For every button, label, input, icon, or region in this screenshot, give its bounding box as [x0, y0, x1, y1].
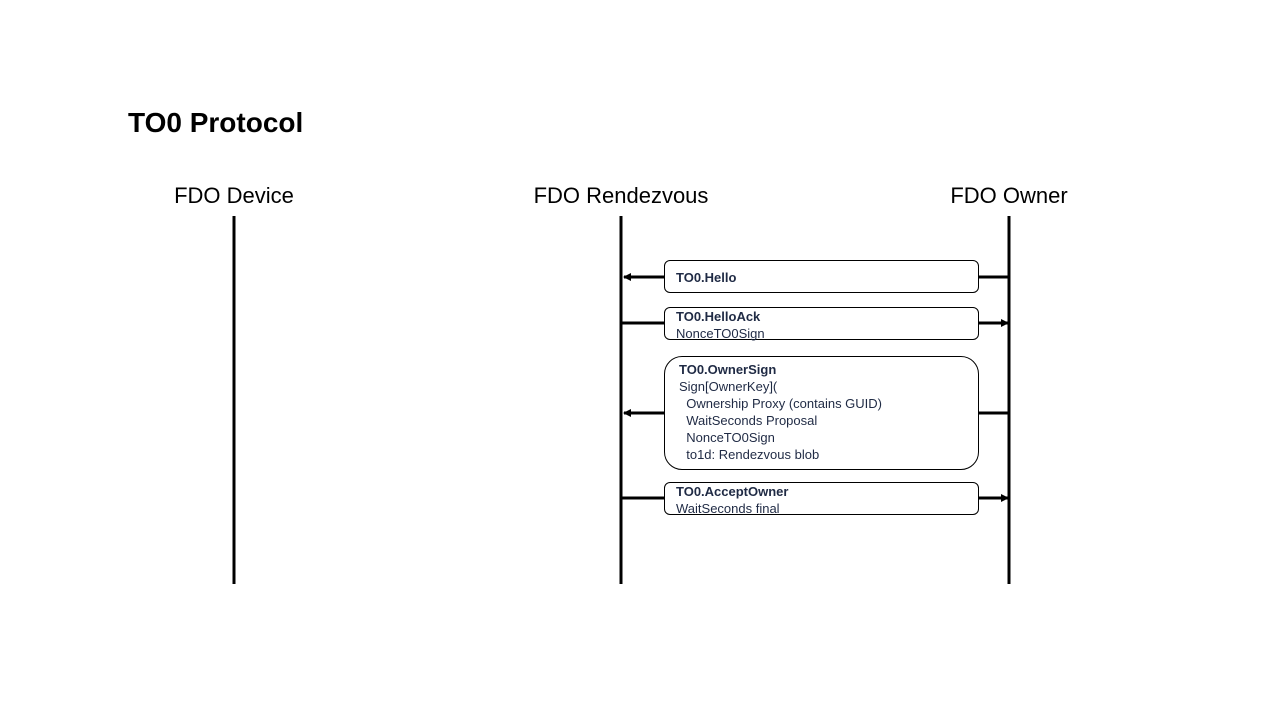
message-line: to1d: Rendezvous blob [679, 447, 820, 462]
message-line: WaitSeconds Proposal [679, 413, 818, 428]
actor-fdo-owner: FDO Owner [950, 183, 1068, 208]
message-to0-helloack: TO0.HelloAck NonceTO0Sign [664, 307, 979, 341]
message-name: TO0.AcceptOwner [676, 484, 789, 499]
message-line: Ownership Proxy (contains GUID) [679, 396, 883, 411]
actor-fdo-rendezvous: FDO Rendezvous [533, 183, 709, 208]
message-name: TO0.OwnerSign [679, 362, 777, 377]
message-name: TO0.Hello [676, 270, 737, 285]
page-title: TO0 Protocol [128, 107, 304, 138]
message-line: NonceTO0Sign [679, 430, 775, 445]
message-line: WaitSeconds final [676, 501, 780, 516]
message-to0-ownersign: TO0.OwnerSign Sign[OwnerKey]( Ownership … [664, 356, 979, 470]
message-line: NonceTO0Sign [676, 326, 765, 341]
message-line: Sign[OwnerKey]( [679, 379, 778, 394]
actor-fdo-device: FDO Device [174, 183, 294, 208]
message-name: TO0.HelloAck [676, 309, 761, 324]
message-to0-acceptowner: TO0.AcceptOwner WaitSeconds final [664, 482, 979, 516]
message-to0-hello: TO0.Hello [664, 260, 979, 293]
